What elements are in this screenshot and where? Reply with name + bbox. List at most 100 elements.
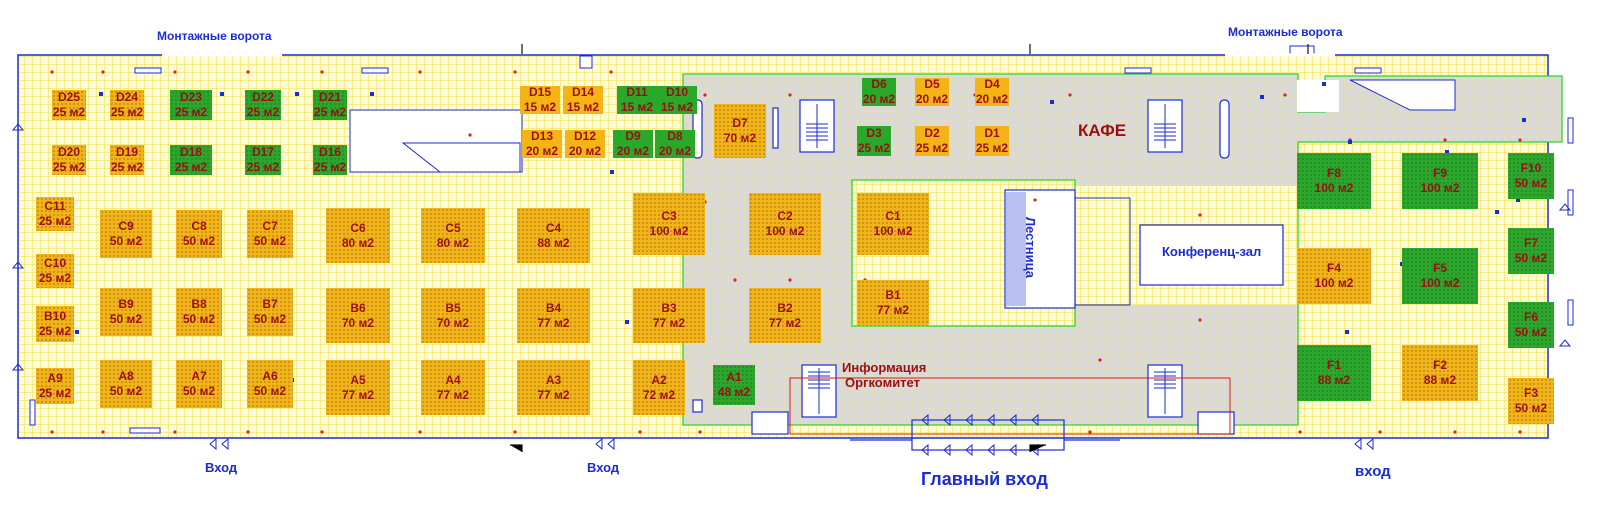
booth-size: 50 м2 bbox=[253, 384, 287, 398]
booth-id: B7 bbox=[262, 297, 278, 311]
booth-size: 88 м2 bbox=[1317, 373, 1351, 387]
booth-id: D19 bbox=[115, 145, 138, 159]
booth-id: B9 bbox=[118, 297, 134, 311]
booth-size: 77 м2 bbox=[537, 315, 570, 330]
booth-size: 20 м2 bbox=[658, 144, 692, 158]
booth-id: D6 bbox=[871, 77, 887, 91]
booth-id: D17 bbox=[251, 145, 274, 159]
booth-size: 15 м2 bbox=[566, 100, 600, 114]
booth-size: 50 м2 bbox=[109, 312, 143, 326]
booth-size: 77 м2 bbox=[537, 387, 570, 402]
booth-id: A3 bbox=[545, 372, 562, 387]
ramp-void bbox=[349, 109, 523, 173]
booth-id: A6 bbox=[262, 369, 278, 383]
booth-id: C10 bbox=[43, 256, 66, 270]
booth-size: 88 м2 bbox=[1423, 373, 1457, 387]
escalators bbox=[751, 99, 1235, 435]
booth-id: C9 bbox=[118, 219, 134, 233]
booth-size: 20 м2 bbox=[616, 144, 650, 158]
booth-size: 20 м2 bbox=[975, 92, 1009, 106]
booth-id: D16 bbox=[318, 145, 341, 159]
booth-id: D10 bbox=[665, 85, 688, 99]
booth-size: 25 м2 bbox=[174, 160, 208, 174]
booth-id: B3 bbox=[661, 300, 677, 315]
booth-size: 25 м2 bbox=[174, 105, 208, 119]
booth-size: 77 м2 bbox=[768, 315, 802, 330]
booth-id: D20 bbox=[57, 145, 80, 159]
booth-id: D7 bbox=[732, 116, 748, 130]
booth-size: 25 м2 bbox=[313, 105, 347, 119]
booth-size: 50 м2 bbox=[182, 312, 216, 326]
booth-id: D15 bbox=[528, 85, 551, 99]
booth-id: D1 bbox=[984, 126, 1000, 140]
booth-size: 100 м2 bbox=[873, 224, 913, 238]
booth-size: 25 м2 bbox=[38, 271, 72, 285]
door-markers bbox=[11, 123, 1572, 457]
assembly-gate-right-label: Монтажные ворота bbox=[1228, 25, 1343, 39]
booth-id: A9 bbox=[47, 371, 63, 385]
booth-size: 48 м2 bbox=[717, 385, 751, 399]
booth-id: D12 bbox=[573, 129, 596, 143]
booth-id: A2 bbox=[651, 372, 667, 387]
ramp-void-right bbox=[1297, 79, 1456, 112]
booth-size: 20 м2 bbox=[862, 92, 896, 106]
booth-size: 20 м2 bbox=[525, 144, 559, 158]
booth-size: 100 м2 bbox=[765, 224, 805, 238]
booth-id: F5 bbox=[1432, 261, 1447, 275]
booth-id: D25 bbox=[57, 90, 80, 104]
booth-size: 77 м2 bbox=[436, 387, 470, 402]
booth-size: 50 м2 bbox=[253, 234, 287, 248]
booth-size: 25 м2 bbox=[110, 105, 144, 119]
booth-id: D8 bbox=[667, 129, 683, 143]
booth-size: 50 м2 bbox=[182, 384, 216, 398]
cafe-label: КАФЕ bbox=[1078, 121, 1127, 140]
booth-id: B5 bbox=[445, 300, 461, 315]
booth-size: 25 м2 bbox=[915, 141, 949, 155]
stairs-block bbox=[1004, 189, 1131, 309]
entrance-left-label: Вход bbox=[205, 460, 238, 475]
booth-size: 25 м2 bbox=[52, 160, 86, 174]
booth-id: C6 bbox=[350, 220, 366, 235]
booth-size: 25 м2 bbox=[313, 160, 347, 174]
booth-id: D11 bbox=[626, 85, 648, 99]
booth-size: 77 м2 bbox=[652, 315, 686, 330]
booth-id: F10 bbox=[1520, 161, 1542, 175]
booth-size: 25 м2 bbox=[857, 141, 891, 155]
assembly-gate-left-label: Монтажные ворота bbox=[157, 29, 272, 43]
booth-id: D13 bbox=[530, 129, 553, 143]
booth-size: 70 м2 bbox=[341, 315, 375, 330]
booth-size: 77 м2 bbox=[341, 387, 375, 402]
booth-id: F2 bbox=[1432, 358, 1447, 372]
booth-id: C5 bbox=[445, 220, 461, 235]
booth-id: D4 bbox=[984, 77, 1000, 91]
main-entrance-label: Главный вход bbox=[921, 469, 1048, 489]
booth-id: C11 bbox=[44, 199, 66, 213]
booth-size: 100 м2 bbox=[1314, 276, 1354, 290]
booth-size: 70 м2 bbox=[723, 131, 757, 145]
booth-id: A7 bbox=[191, 369, 207, 383]
booth-id: F7 bbox=[1523, 236, 1538, 250]
booth-id: C4 bbox=[545, 220, 562, 235]
